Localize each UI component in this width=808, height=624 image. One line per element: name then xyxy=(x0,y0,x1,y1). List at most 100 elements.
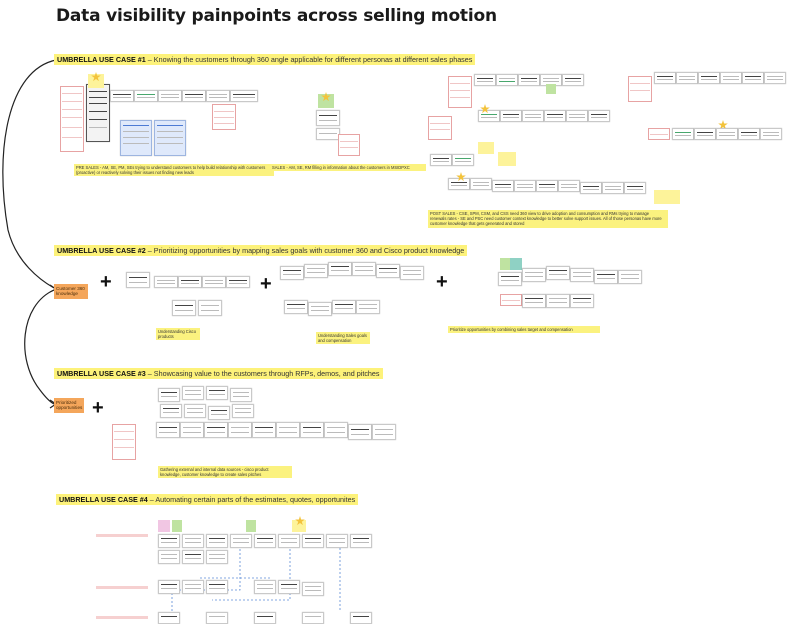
screenshot-card xyxy=(206,580,228,594)
screenshot-card xyxy=(304,264,328,278)
screenshot-card xyxy=(206,386,228,400)
sticky-note xyxy=(88,74,104,88)
sticky-note xyxy=(292,520,306,532)
screenshot-card xyxy=(154,120,186,156)
note-customer-360: Customer 360 knowledge xyxy=(54,284,88,299)
screenshot-card xyxy=(160,404,182,418)
screenshot-card xyxy=(302,612,324,624)
screenshot-card xyxy=(546,266,570,280)
screenshot-card xyxy=(570,268,594,282)
screenshot-card xyxy=(562,74,584,86)
screenshot-card xyxy=(172,300,196,316)
screenshot-card xyxy=(522,268,546,282)
screenshot-card xyxy=(198,300,222,316)
screenshot-card xyxy=(452,154,474,166)
screenshot-card xyxy=(184,404,206,418)
caption-sales-goals: Understanding Sales goals and compensati… xyxy=(316,332,370,345)
screenshot-card xyxy=(178,276,202,288)
screenshot-card xyxy=(580,182,602,194)
form-strip xyxy=(96,586,148,589)
screenshot-card xyxy=(676,72,698,84)
caption-sales: SALES - AM, SE, RM filling in informatio… xyxy=(270,164,426,172)
star-icon xyxy=(456,172,466,182)
screenshot-card xyxy=(376,264,400,278)
screenshot-card xyxy=(546,294,570,308)
screenshot-card xyxy=(352,262,376,276)
screenshot-card xyxy=(498,272,522,286)
connector-uc2-to-uc3 xyxy=(24,289,55,405)
plus-icon: + xyxy=(436,271,448,293)
screenshot-card xyxy=(302,582,324,596)
caption-pre-sales: PRE SALES - AM, SE, PM, SEs trying to un… xyxy=(74,164,274,177)
screenshot-card xyxy=(544,110,566,122)
form-card xyxy=(338,134,360,156)
screenshot-card xyxy=(760,128,782,140)
screenshot-card xyxy=(232,404,254,418)
screenshot-card xyxy=(126,272,150,288)
screenshot-card xyxy=(278,534,300,548)
screenshot-card xyxy=(180,422,204,438)
screenshot-card xyxy=(478,110,500,122)
screenshot-card xyxy=(158,388,180,402)
screenshot-card xyxy=(158,580,180,594)
form-card xyxy=(60,86,84,152)
screenshot-card xyxy=(110,90,134,102)
caption-cisco-products: Understanding Cisco products xyxy=(156,328,200,341)
form-strip xyxy=(96,534,148,537)
screenshot-card xyxy=(154,276,178,288)
screenshot-card xyxy=(694,128,716,140)
screenshot-card xyxy=(522,110,544,122)
screenshot-card xyxy=(158,534,180,548)
screenshot-card xyxy=(698,72,720,84)
screenshot-card xyxy=(254,612,276,624)
screenshot-card xyxy=(182,534,204,548)
screenshot-card xyxy=(206,534,228,548)
screenshot-card xyxy=(470,178,492,190)
screenshot-card xyxy=(496,74,518,86)
screenshot-card xyxy=(672,128,694,140)
sticky-note xyxy=(546,84,556,94)
sticky-note xyxy=(478,142,494,154)
screenshot-card xyxy=(276,422,300,438)
screenshot-card xyxy=(158,550,180,564)
star-icon xyxy=(718,120,728,130)
sticky-note xyxy=(654,190,680,204)
screenshot-card xyxy=(182,386,204,400)
screenshot-card xyxy=(202,276,226,288)
form-card xyxy=(500,294,522,306)
screenshot-card xyxy=(284,300,308,314)
note-prioritized-opportunities: Prioritized opportunities xyxy=(54,398,84,413)
screenshot-card xyxy=(278,580,300,594)
form-card xyxy=(428,116,452,140)
sticky-note xyxy=(318,94,334,108)
star-icon xyxy=(91,72,101,82)
screenshot-card xyxy=(654,72,676,84)
screenshot-card xyxy=(588,110,610,122)
screenshot-card xyxy=(764,72,786,84)
screenshot-card xyxy=(228,422,252,438)
screenshot-card xyxy=(492,180,514,192)
screenshot-card xyxy=(518,74,540,86)
page-title: Data visibility painpoints across sellin… xyxy=(56,6,497,26)
caption-data-sources: Gathering external and internal data sou… xyxy=(158,466,292,479)
sticky-note xyxy=(158,520,170,532)
star-icon xyxy=(480,104,490,114)
screenshot-card xyxy=(316,110,340,126)
screenshot-card xyxy=(206,90,230,102)
screenshot-card xyxy=(372,424,396,440)
screenshot-card xyxy=(720,72,742,84)
caption-post-sales: POST SALES - CSE, SPM, CSM, and CSS need… xyxy=(428,210,668,228)
plus-icon: + xyxy=(260,273,272,295)
screenshot-card xyxy=(602,182,624,194)
screenshot-card xyxy=(570,294,594,308)
plus-icon: + xyxy=(92,397,104,419)
screenshot-card xyxy=(156,422,180,438)
screenshot-card xyxy=(594,270,618,284)
screenshot-card xyxy=(618,270,642,284)
screenshot-card xyxy=(716,128,738,140)
screenshot-card xyxy=(280,266,304,280)
screenshot-card xyxy=(230,534,252,548)
screenshot-card xyxy=(522,294,546,308)
plus-icon: + xyxy=(100,271,112,293)
